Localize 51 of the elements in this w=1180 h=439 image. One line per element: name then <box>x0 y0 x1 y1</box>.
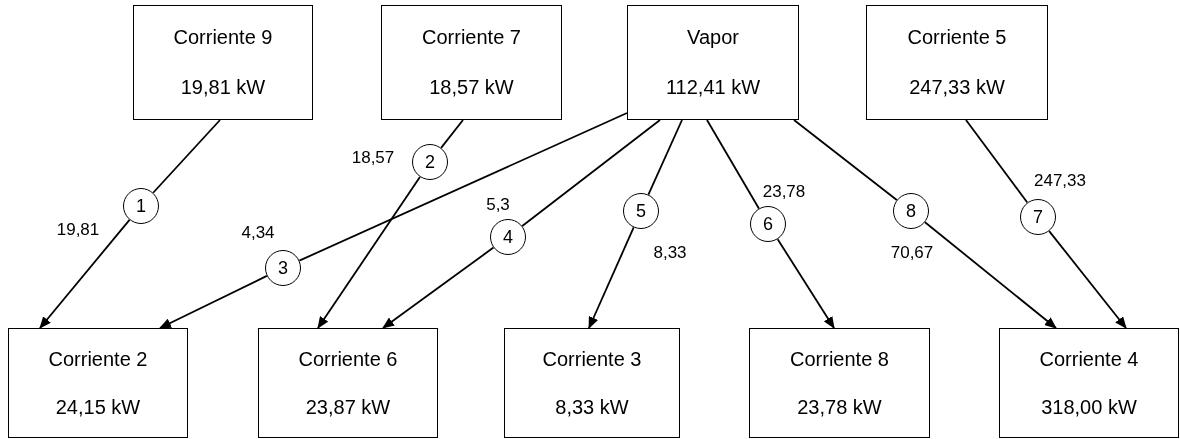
stream-name: Corriente 6 <box>298 347 398 371</box>
stream-name: Corriente 8 <box>790 347 889 371</box>
stream-name: Vapor <box>687 25 739 49</box>
flow-value: 247,33 <box>1034 171 1086 191</box>
stream-box <box>504 328 680 438</box>
flow-value: 70,67 <box>890 243 934 263</box>
arrow <box>588 226 635 329</box>
power-value: 112,41 kW <box>665 76 761 100</box>
power-value: 24,15 kW <box>55 395 141 419</box>
power-value: 23,78 kW <box>797 395 882 419</box>
flow-value: 8,33 <box>653 243 687 263</box>
arrow <box>39 218 131 329</box>
power-value: 247,33 kW <box>909 76 1005 100</box>
stream-name: Corriente 5 <box>907 25 1007 49</box>
power-value: 8,33 kW <box>555 395 629 419</box>
stream-box <box>133 5 313 120</box>
stream-number-circle: 2 <box>412 144 448 180</box>
flow-value: 18,57 <box>351 148 395 168</box>
stream-name: Corriente 4 <box>1039 347 1139 371</box>
power-value: 23,87 kW <box>305 395 391 419</box>
stream-box <box>258 328 438 438</box>
stream-name: Corriente 7 <box>422 25 521 49</box>
power-value: 19,81 kW <box>180 76 266 100</box>
stream-number-circle: 4 <box>490 219 526 255</box>
flow-value: 23,78 <box>762 182 806 202</box>
flow-value: 19,81 <box>56 220 100 240</box>
arrow <box>317 176 421 329</box>
stream-number-circle: 6 <box>750 206 786 242</box>
arrow <box>1048 230 1127 329</box>
flow-value: 4,34 <box>241 223 275 243</box>
stream-box <box>749 328 930 438</box>
stream-number-circle: 7 <box>1020 199 1056 235</box>
arrow <box>924 221 1057 329</box>
arrow <box>776 238 835 329</box>
arrow <box>382 246 495 329</box>
stream-name: Corriente 9 <box>173 25 273 49</box>
stream-number-circle: 8 <box>893 193 929 229</box>
stream-number-circle: 3 <box>265 250 301 286</box>
stream-name: Corriente 3 <box>542 347 642 371</box>
stream-name: Corriente 2 <box>48 347 148 371</box>
stream-box <box>999 328 1179 438</box>
stream-box <box>627 5 799 120</box>
stream-box <box>866 5 1048 120</box>
power-value: 18,57 kW <box>429 76 514 100</box>
stream-box <box>381 5 562 120</box>
flow-value: 5,3 <box>486 195 510 215</box>
stream-box <box>8 328 188 438</box>
stream-number-circle: 1 <box>123 188 159 224</box>
arrow <box>159 275 268 329</box>
power-value: 318,00 kW <box>1041 395 1137 419</box>
stream-number-circle: 5 <box>623 193 659 229</box>
